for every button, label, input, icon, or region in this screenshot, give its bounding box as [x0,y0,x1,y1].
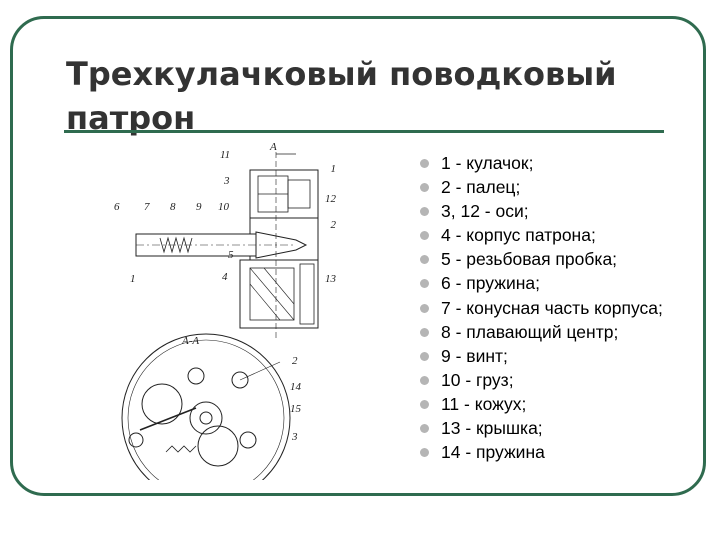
spring [159,236,193,254]
svg-text:5: 5 [228,249,234,261]
svg-text:2: 2 [331,219,337,231]
svg-text:14: 14 [290,381,302,393]
svg-text:8: 8 [170,201,176,213]
svg-text:3: 3 [291,431,298,443]
svg-text:7: 7 [144,201,150,213]
slide-frame [10,16,706,496]
parts-legend: 1 - кулачок; 2 - палец; 3, 12 - оси; 4 -… [420,153,663,466]
bullet-icon [420,231,429,241]
bullet-icon [420,255,429,265]
svg-text:2: 2 [292,355,298,367]
svg-text:13: 13 [325,273,337,285]
legend-item: 10 - груз; [420,370,663,394]
legend-item: 1 - кулачок; [420,153,663,177]
svg-text:1: 1 [331,163,337,175]
bullet-icon [420,375,429,385]
housing-lower [239,259,319,329]
chuck-drawing: 11 3 A 6 7 8 9 10 1 4 5 1 12 2 13 А-А 2 … [114,141,337,480]
legend-item: 7 - конусная часть корпуса; [420,298,663,322]
legend-item: 9 - винт; [420,346,663,370]
legend-item: 13 - крышка; [420,418,663,442]
bullet-icon [420,448,429,458]
callout-3-top: 3 [223,175,230,187]
legend-item: 2 - палец; [420,177,663,201]
bullet-icon [420,327,429,337]
bullet-icon [420,424,429,434]
legend-item: 4 - корпус патрона; [420,225,663,249]
svg-text:6: 6 [114,201,120,213]
callout-A: A [269,141,277,153]
bullet-icon [420,183,429,193]
housing-upper [249,169,319,219]
legend-item: 5 - резьбовая пробка; [420,249,663,273]
legend-item: 11 - кожух; [420,394,663,418]
legend-item: 14 - пружина [420,442,663,466]
svg-text:9: 9 [196,201,202,213]
bullet-icon [420,303,429,313]
chuck-body-circle [121,333,291,480]
legend-item: 8 - плавающий центр; [420,322,663,346]
svg-text:12: 12 [325,193,337,205]
legend-item: 3, 12 - оси; [420,201,663,225]
bullet-icon [420,207,429,217]
bullet-icon [420,159,429,168]
legend-item: 6 - пружина; [420,273,663,297]
bullet-icon [420,279,429,289]
slide-title: Трехкулачковый поводковый патрон [66,55,617,137]
bullet-icon [420,399,429,409]
svg-text:10: 10 [218,201,230,213]
svg-text:15: 15 [290,403,302,415]
callout-11: 11 [220,149,230,161]
svg-text:4: 4 [222,271,228,283]
svg-text:1: 1 [130,273,136,285]
bullet-icon [420,351,429,361]
section-label: А-А [181,335,199,347]
title-underline [64,130,664,133]
